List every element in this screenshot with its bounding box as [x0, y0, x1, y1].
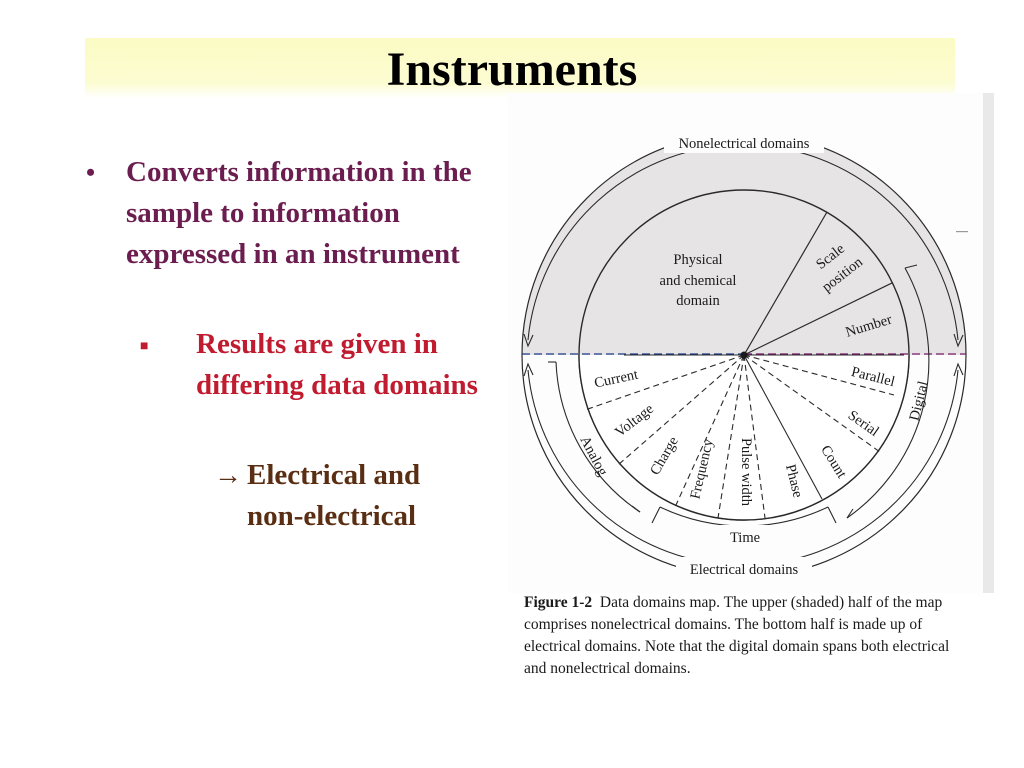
- analog-arc-bottom-tick: [631, 505, 641, 513]
- bullet-level-3-text: Electrical and non-electrical: [247, 459, 421, 532]
- analog-arc: [555, 361, 641, 513]
- figure-caption: Figure 1-2 Data domains map. The upper (…: [524, 592, 964, 680]
- figure-caption-text: Data domains map. The upper (shaded) hal…: [524, 594, 950, 677]
- lower-solid-spokes: [743, 354, 823, 500]
- inner-lower-arc: [578, 354, 910, 521]
- spoke-parallel-serial: [743, 354, 895, 396]
- label-pulse-width: Pulse width: [738, 438, 754, 507]
- nonelectrical-arrow-right: [953, 333, 964, 348]
- label-physical-3: domain: [676, 293, 720, 309]
- digital-arc-top-tick: [904, 264, 918, 269]
- label-nonelectrical: Nonelectrical domains: [679, 136, 810, 152]
- bullet-dot-icon: •: [86, 158, 96, 187]
- nonelectrical-arrow-left: [523, 333, 534, 348]
- spoke-scale-upper: [743, 211, 828, 356]
- label-phase: Phase: [782, 463, 806, 500]
- slide-title: Instruments: [386, 43, 638, 96]
- spoke-phase-count: [743, 354, 823, 500]
- nonelectrical-label-bg: [664, 131, 824, 153]
- time-arc-right-tick: [827, 506, 837, 524]
- label-time: Time: [730, 530, 760, 546]
- time-arc-left-tick: [651, 506, 661, 524]
- outer-upper-shade: [522, 133, 966, 355]
- spoke-number-upper: [743, 282, 893, 356]
- data-domains-map: Nonelectrical domains Electrical domains…: [508, 93, 994, 593]
- bullet-level-1-text: Converts information in the sample to in…: [126, 156, 472, 270]
- spoke-charge-frequency: [675, 354, 745, 506]
- spoke-pulse-phase: [743, 354, 766, 519]
- bullet-arrow-icon: →: [214, 460, 242, 491]
- figure-caption-label: Figure 1-2: [524, 594, 593, 611]
- lower-dashed-spokes: [584, 354, 895, 519]
- label-physical-1: Physical: [673, 252, 722, 268]
- spoke-frequency-pulse: [717, 354, 745, 519]
- label-physical-2: and chemical: [660, 273, 737, 289]
- center-hub: [740, 351, 748, 359]
- scan-speck: [956, 231, 968, 233]
- inner-lower-fill: [579, 355, 909, 520]
- digital-arc: [846, 267, 930, 519]
- time-label-bg: [720, 525, 770, 547]
- spoke-voltage-charge: [617, 354, 745, 466]
- bullet-square-icon: ■: [140, 339, 149, 354]
- electrical-label-bg: [676, 557, 812, 579]
- electrical-arrow-left: [523, 362, 534, 377]
- page-edge-shadow: [983, 93, 994, 593]
- spoke-serial-count: [743, 354, 881, 453]
- title-band: [85, 38, 955, 98]
- data-domains-figure: Nonelectrical domains Electrical domains…: [508, 93, 994, 693]
- label-electrical: Electrical domains: [690, 562, 799, 578]
- electrical-arrow-right: [953, 362, 964, 377]
- digital-arc-bottom-tick: [846, 508, 854, 519]
- bullet-level-2-text: Results are given in differing data doma…: [196, 328, 478, 401]
- spoke-current-voltage: [584, 354, 745, 411]
